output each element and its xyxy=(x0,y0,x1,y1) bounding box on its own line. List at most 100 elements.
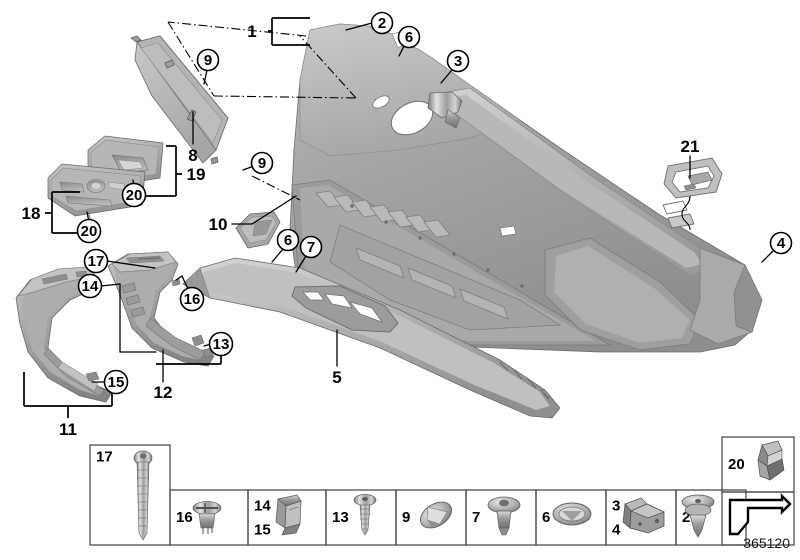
callout-19-passenger-switch-panel-trim[interactable]: 19 xyxy=(187,165,206,184)
callout-bubble xyxy=(370,11,394,35)
callout-label: 11 xyxy=(59,420,77,439)
legend-number: 3 xyxy=(612,498,620,515)
part-21-door-opener-trim xyxy=(663,157,723,199)
callout-label: 21 xyxy=(681,137,700,156)
callout-bubble xyxy=(103,369,129,395)
callout-7-expanding-nut[interactable]: 7 xyxy=(299,235,323,259)
callout-label: 15 xyxy=(108,374,125,391)
expanding-rivet-icon xyxy=(681,494,715,538)
legend-cell-17[interactable]: 17 xyxy=(89,444,171,546)
callout-label: 20 xyxy=(81,223,98,240)
legend-number-secondary: 4 xyxy=(612,522,621,539)
callout-label: 9 xyxy=(258,155,266,172)
callout-label: 7 xyxy=(307,239,315,256)
callout-15-spring-nut-clip-left[interactable]: 15 xyxy=(103,369,129,395)
callout-bubble xyxy=(769,231,793,255)
callout-label: 10 xyxy=(209,215,228,234)
legend-number: 20 xyxy=(728,456,745,473)
callout-bubble xyxy=(179,286,205,312)
callout-label: 9 xyxy=(204,52,212,69)
part-8-upper-trim-strip xyxy=(130,35,229,165)
callout-bubble xyxy=(121,182,147,208)
legend-number: 16 xyxy=(176,509,193,526)
callout-bubble xyxy=(196,48,220,72)
callout-bubble xyxy=(397,25,421,49)
callout-bubble xyxy=(208,331,234,357)
callout-21-door-opener-handle-trim[interactable]: 21 xyxy=(681,137,700,156)
callout-6-cover-cap[interactable]: 6 xyxy=(397,25,421,49)
callout-9-oval-cap-upper[interactable]: 9 xyxy=(196,48,220,72)
long-torx-screw-icon xyxy=(133,450,153,541)
callout-4-clip-bracket-lower[interactable]: 4 xyxy=(769,231,793,255)
callout-16-cross-head-screw[interactable]: 16 xyxy=(179,286,205,312)
part-5-armrest-pad xyxy=(182,257,561,419)
callout-3-clip-bracket[interactable]: 3 xyxy=(446,49,470,73)
callout-8-upper-door-trim-strip[interactable]: 8 xyxy=(188,146,197,165)
callout-label: 17 xyxy=(88,253,105,270)
callout-11-armrest-carrier-left[interactable]: 11 xyxy=(59,420,77,439)
metal-bracket-clip-icon xyxy=(622,497,665,534)
legend-number: 2 xyxy=(682,509,690,526)
diagram-part-number: 365120 xyxy=(743,535,790,551)
callout-9-oval-cap-lower[interactable]: 9 xyxy=(250,151,274,175)
callout-bubble xyxy=(299,235,323,259)
legend-number: 14 xyxy=(254,498,271,515)
part-10-end-cap xyxy=(235,211,281,249)
part-12-armrest-carrier-right xyxy=(107,251,215,367)
legend-number: 17 xyxy=(96,449,113,466)
legend-number: 9 xyxy=(402,509,410,526)
round-cover-cap-icon xyxy=(552,502,592,526)
callout-14-spring-nut-clip[interactable]: 14 xyxy=(77,273,103,299)
spring-clip-icon xyxy=(275,494,302,536)
callout-bubble xyxy=(250,151,274,175)
cross-head-screw-icon xyxy=(192,501,222,534)
callout-12-armrest-carrier-right[interactable]: 12 xyxy=(154,383,173,402)
callout-bubble xyxy=(276,228,300,252)
callout-label: 8 xyxy=(188,146,197,165)
part-1-main-door-trim-panel xyxy=(289,23,763,353)
callout-17-torx-screw[interactable]: 17 xyxy=(83,248,109,274)
legend-number: 6 xyxy=(542,509,550,526)
callout-20-clip-for-switch-panel-18[interactable]: 20 xyxy=(76,218,102,244)
part-11-armrest-carrier-left xyxy=(15,266,113,403)
callout-1-bracket-label-door-trim-assembly[interactable]: 1 xyxy=(247,22,256,41)
callout-label: 4 xyxy=(777,235,786,252)
legend-number: 7 xyxy=(472,509,480,526)
callout-13-self-tapping-screw-right[interactable]: 13 xyxy=(208,331,234,357)
callout-bubble xyxy=(83,248,109,274)
callout-20-clip-for-switch-panel-19[interactable]: 20 xyxy=(121,182,147,208)
legend-cell-arrow-direction[interactable] xyxy=(721,491,795,546)
hook-clip-icon xyxy=(757,440,785,481)
callout-label: 18 xyxy=(22,204,41,223)
callout-10-end-cap-trim[interactable]: 10 xyxy=(209,215,228,234)
legend-icons xyxy=(133,440,792,541)
callout-label: 12 xyxy=(154,383,173,402)
callout-label: 14 xyxy=(82,278,99,295)
callout-label: 6 xyxy=(284,232,292,249)
callout-label: 16 xyxy=(184,291,201,308)
arrow-direction-icon xyxy=(728,493,792,536)
callout-5-armrest-pad[interactable]: 5 xyxy=(332,368,341,387)
legend-number: 13 xyxy=(332,509,349,526)
callout-label: 6 xyxy=(405,29,413,46)
callout-label: 20 xyxy=(126,187,143,204)
legend-cell-border xyxy=(721,491,795,546)
callout-bubble xyxy=(76,218,102,244)
legend-number-secondary: 15 xyxy=(254,522,271,539)
callout-bubble xyxy=(446,49,470,73)
callout-2-expanding-rivet[interactable]: 2 xyxy=(370,11,394,35)
callout-label: 1 xyxy=(247,22,256,41)
oval-cap-icon xyxy=(419,501,453,529)
callout-18-driver-switch-panel-trim[interactable]: 18 xyxy=(22,204,41,223)
callout-label: 2 xyxy=(378,15,386,32)
callout-6-cover-cap-armrest[interactable]: 6 xyxy=(276,228,300,252)
callout-label: 3 xyxy=(454,53,462,70)
part-18-driver-switch-panel xyxy=(47,163,146,221)
expanding-nut-icon xyxy=(487,496,521,536)
tapping-screw-icon xyxy=(353,494,377,536)
